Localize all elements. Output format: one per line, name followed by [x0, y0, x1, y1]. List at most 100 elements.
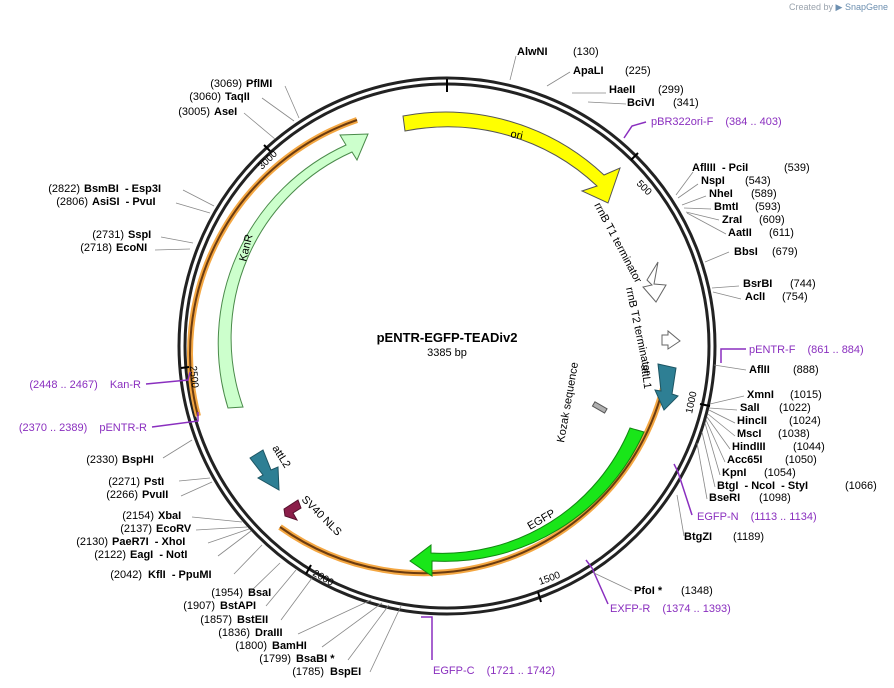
enzyme-label: KflI - PpuMI: [148, 569, 212, 581]
attl1-feature: [654, 363, 679, 411]
backbone-outer-ring: [177, 76, 717, 616]
enzyme-label: BamHI: [272, 640, 307, 652]
enzyme-label: BsmBI - Esp3I: [84, 183, 161, 195]
enzyme-position: (1907): [183, 600, 215, 612]
enzyme-label: BtgZI: [684, 531, 712, 543]
enzyme-position: (744): [790, 278, 816, 290]
enzyme-label: AlwNI: [517, 46, 548, 58]
enzyme-label: DraIII: [255, 627, 283, 639]
feature-label-kozak: Kozak sequence: [555, 361, 581, 443]
enzyme-position: (299): [658, 84, 684, 96]
enzyme-label: PaeR7I - XhoI: [112, 536, 185, 548]
primer-label-egfp-c: EGFP-C(1721 .. 1742): [433, 665, 555, 677]
enzyme-label: AatII: [728, 227, 752, 239]
snapgene-logo-icon: ▶: [835, 2, 843, 12]
kanr-region-band-core: [189, 119, 358, 417]
enzyme-position: (888): [793, 364, 819, 376]
enzyme-label: SspI: [128, 229, 151, 241]
enzyme-label: BspHI: [122, 454, 154, 466]
enzyme-position: (593): [755, 201, 781, 213]
primer-mark-exfp-r: [585, 559, 609, 605]
enzyme-label: XbaI: [158, 510, 181, 522]
enzyme-label: BseRI: [709, 492, 740, 504]
enzyme-position: (2042): [110, 569, 142, 581]
enzyme-position: (2731): [92, 229, 124, 241]
sv40-nls-feature: [283, 499, 302, 521]
enzyme-position: (1066): [845, 480, 877, 492]
enzyme-label: BmtI: [714, 201, 738, 213]
primer-label-pentr-r: (2370 .. 2389)pENTR-R: [19, 422, 147, 434]
enzyme-position: (2122): [94, 549, 126, 561]
enzyme-label: EcoNI: [116, 242, 147, 254]
enzyme-position: (1189): [733, 531, 764, 543]
enzyme-position: (1785): [292, 666, 324, 678]
enzyme-label: PstI: [144, 476, 164, 488]
enzyme-label: BspEI: [330, 666, 361, 678]
enzyme-label: BbsI: [734, 246, 758, 258]
enzyme-label: MscI: [737, 428, 761, 440]
enzyme-position: (1054): [764, 467, 796, 479]
attl2-feature: [249, 449, 280, 491]
enzyme-label: EagI - NotI: [130, 549, 187, 561]
rrnb-t1-terminator-feature: [642, 261, 667, 303]
enzyme-position: (1348): [681, 585, 713, 597]
enzyme-position: (1022): [779, 402, 811, 414]
tick-1000: [699, 403, 711, 407]
enzyme-position: (2718): [80, 242, 112, 254]
enzyme-label: HaeII: [609, 84, 635, 96]
enzyme-position: (1024): [789, 415, 821, 427]
enzyme-label: EcoRV: [156, 523, 192, 535]
tick-2000: [305, 564, 312, 575]
feature-label-sv40-nls: SV40 NLS: [299, 494, 344, 539]
tick-2500: [180, 366, 190, 369]
primer-mark-egfp-c: [421, 616, 433, 660]
enzyme-position: (2154): [122, 510, 154, 522]
enzyme-position: (754): [782, 291, 808, 303]
enzyme-position: (1038): [778, 428, 810, 440]
primer-label-pentr-f: pENTR-F(861 .. 884): [749, 344, 864, 356]
tick-label-1000: 1000: [684, 390, 699, 414]
enzyme-label: SalI: [740, 402, 760, 414]
enzyme-label: BstEII: [237, 614, 268, 626]
tick-500: [630, 152, 639, 161]
plasmid-size: 3385 bp: [427, 347, 467, 359]
enzyme-position: (679): [772, 246, 798, 258]
enzyme-label: BciVI: [627, 97, 655, 109]
tick-label-1500: 1500: [537, 570, 562, 588]
tick-3000: [263, 144, 271, 152]
enzyme-label: BsrBI: [743, 278, 772, 290]
enzyme-label: AclI: [745, 291, 765, 303]
primer-mark-pbr322ori-f: [623, 121, 647, 139]
enzyme-leader-lines: [154, 55, 747, 673]
enzyme-label: AsiSI - PvuI: [92, 196, 156, 208]
plasmid-name: pENTR-EGFP-TEADiv2: [377, 330, 518, 345]
enzyme-label: AflII: [749, 364, 770, 376]
enzyme-label: BsaI: [248, 587, 271, 599]
feature-label-rrnb-t2: rrnB T2 terminator: [623, 286, 653, 376]
rrnb-t2-terminator-feature: [661, 329, 681, 350]
enzyme-label: NheI: [709, 188, 733, 200]
enzyme-position: (2822): [48, 183, 80, 195]
enzyme-label: PfoI *: [634, 585, 663, 597]
ori-feature: [402, 111, 621, 204]
enzyme-position: (611): [769, 227, 794, 239]
enzyme-position: (2130): [76, 536, 108, 548]
enzyme-label: KpnI: [722, 467, 746, 479]
enzyme-label: XmnI: [747, 389, 774, 401]
enzyme-label: PflMI: [246, 78, 272, 90]
enzyme-position: (1799): [259, 653, 291, 665]
enzyme-position: (2266): [106, 489, 138, 501]
enzyme-position: (543): [745, 175, 771, 187]
enzyme-position: (1800): [235, 640, 267, 652]
kozak-sequence-feature: [591, 401, 608, 414]
enzyme-label: HindIII: [732, 441, 766, 453]
enzyme-label: NspI: [701, 175, 725, 187]
enzyme-label: ZraI: [722, 214, 742, 226]
kanr-region-band: [187, 117, 358, 417]
primer-label-kan-r: (2448 .. 2467)Kan-R: [29, 379, 141, 391]
egfp-region-band-core: [279, 387, 664, 575]
enzyme-position: (3005): [178, 106, 210, 118]
enzyme-label: BstAPI: [220, 600, 256, 612]
enzyme-position: (1836): [218, 627, 250, 639]
